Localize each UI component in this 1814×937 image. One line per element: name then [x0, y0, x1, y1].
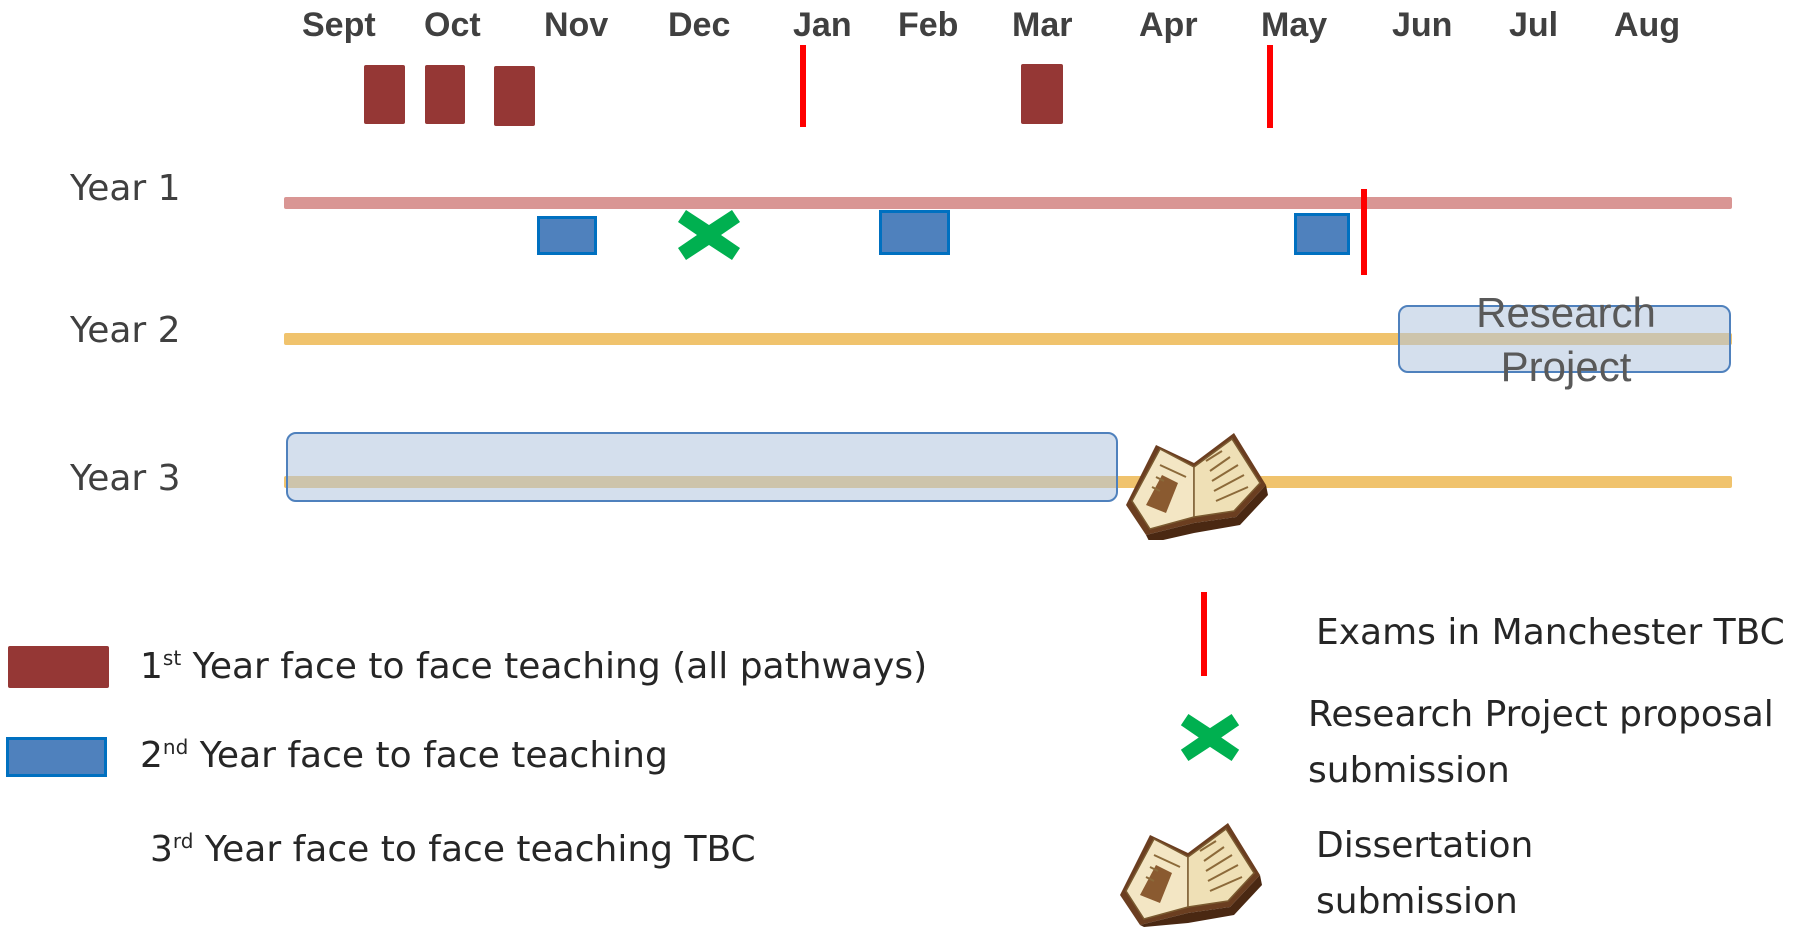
legend-proposal-line1: Research Project proposal — [1308, 694, 1774, 735]
legend-proposal-text: Research Project proposal submission — [1308, 687, 1774, 799]
legend-first-year-label: Year face to face teaching (all pathways… — [181, 646, 928, 687]
exam-mark-year-1 — [1361, 189, 1367, 275]
research-project-box — [1398, 305, 1731, 373]
month-dec: Dec — [668, 6, 731, 44]
legend-third-year-text: 3rd Year face to face teaching TBC — [150, 829, 756, 870]
month-may: May — [1261, 6, 1328, 44]
legend-proposal-line2: submission — [1308, 750, 1510, 791]
month-aug: Aug — [1614, 6, 1681, 44]
month-oct: Oct — [424, 6, 481, 44]
exam-mark-jan — [800, 45, 806, 127]
exam-mark-may — [1267, 45, 1273, 128]
legend-second-year-text: 2nd Year face to face teaching — [140, 735, 668, 776]
legend-third-year-ordinal: 3 — [150, 829, 173, 870]
legend-third-year-suffix: rd — [172, 829, 194, 853]
legend-exam-mark-icon — [1201, 592, 1207, 676]
legend-dissertation-text: Dissertation submission — [1316, 818, 1533, 930]
legend-second-year-swatch — [6, 737, 107, 777]
legend-third-year-label: Year face to face teaching TBC — [193, 829, 756, 870]
legend-exams-text: Exams in Manchester TBC — [1316, 612, 1785, 653]
research-project-label: Research Project — [1398, 286, 1734, 394]
first-year-block-nov — [494, 66, 535, 126]
proposal-cross-icon — [678, 210, 740, 260]
year-2-timeline — [284, 333, 1732, 345]
month-sept: Sept — [302, 6, 376, 44]
research-project-line1: Research — [1476, 289, 1656, 336]
legend-book-icon — [1120, 823, 1262, 927]
first-year-block-mar — [1021, 64, 1063, 124]
legend-first-year-ordinal: 1 — [140, 646, 163, 687]
legend-first-year-suffix: st — [162, 646, 182, 670]
first-year-block-sept — [364, 65, 405, 124]
second-year-block-may — [1294, 213, 1350, 255]
year-1-label: Year 1 — [70, 168, 181, 209]
month-apr: Apr — [1139, 6, 1198, 44]
legend-second-year-ordinal: 2 — [140, 735, 163, 776]
month-jan: Jan — [793, 6, 852, 44]
month-jun: Jun — [1392, 6, 1453, 44]
month-feb: Feb — [898, 6, 959, 44]
legend-dissertation-line2: submission — [1316, 881, 1518, 922]
legend-dissertation-line1: Dissertation — [1316, 825, 1534, 866]
first-year-block-oct — [425, 65, 465, 124]
legend-first-year-text: 1st Year face to face teaching (all path… — [140, 646, 927, 687]
research-project-line2: Project — [1500, 343, 1632, 390]
second-year-block-nov — [537, 216, 597, 255]
year-3-label: Year 3 — [70, 458, 181, 499]
month-mar: Mar — [1012, 6, 1073, 44]
book-icon — [1126, 433, 1268, 540]
legend-first-year-swatch — [8, 646, 109, 688]
legend-proposal-cross-icon — [1180, 714, 1240, 761]
year-1-timeline — [284, 197, 1732, 209]
legend-second-year-suffix: nd — [162, 735, 189, 759]
second-year-block-feb — [879, 210, 950, 255]
month-nov: Nov — [544, 6, 609, 44]
legend-second-year-label: Year face to face teaching — [188, 735, 668, 776]
year-3-teaching-box — [286, 432, 1118, 502]
month-jul: Jul — [1509, 6, 1559, 44]
year-2-label: Year 2 — [70, 310, 181, 351]
